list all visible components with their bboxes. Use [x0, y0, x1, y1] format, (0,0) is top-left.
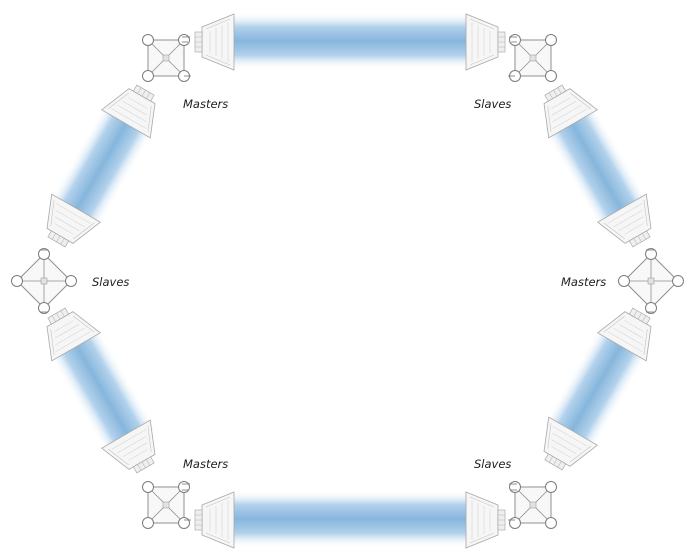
rigging-marks: [40, 36, 654, 521]
square-truss-icon: [509, 481, 557, 529]
diamond-truss-icon: [11, 248, 77, 314]
label-bottom-left: Masters: [183, 457, 228, 471]
beam-upper-right: [541, 100, 651, 231]
speaker-cabinet: [194, 491, 235, 549]
square-truss-icon: [142, 481, 190, 529]
beam-lower-right: [541, 323, 651, 454]
beam-bottom: [234, 490, 466, 548]
beam-top: [234, 12, 466, 70]
speaker-cabinet: [465, 491, 506, 549]
label-mid-left: Slaves: [92, 275, 129, 289]
beam-lower-left: [48, 326, 157, 456]
label-top-left: Masters: [183, 97, 228, 111]
square-truss-icon: [509, 34, 557, 82]
label-top-right: Slaves: [474, 97, 511, 111]
speaker-cabinet: [465, 13, 506, 71]
diamond-truss-icon: [618, 248, 684, 314]
speaker-cabinet: [194, 13, 235, 71]
label-bottom-right: Slaves: [474, 457, 511, 471]
square-truss-icon: [142, 34, 190, 82]
beam-upper-left: [48, 99, 157, 230]
label-mid-right: Masters: [561, 275, 606, 289]
